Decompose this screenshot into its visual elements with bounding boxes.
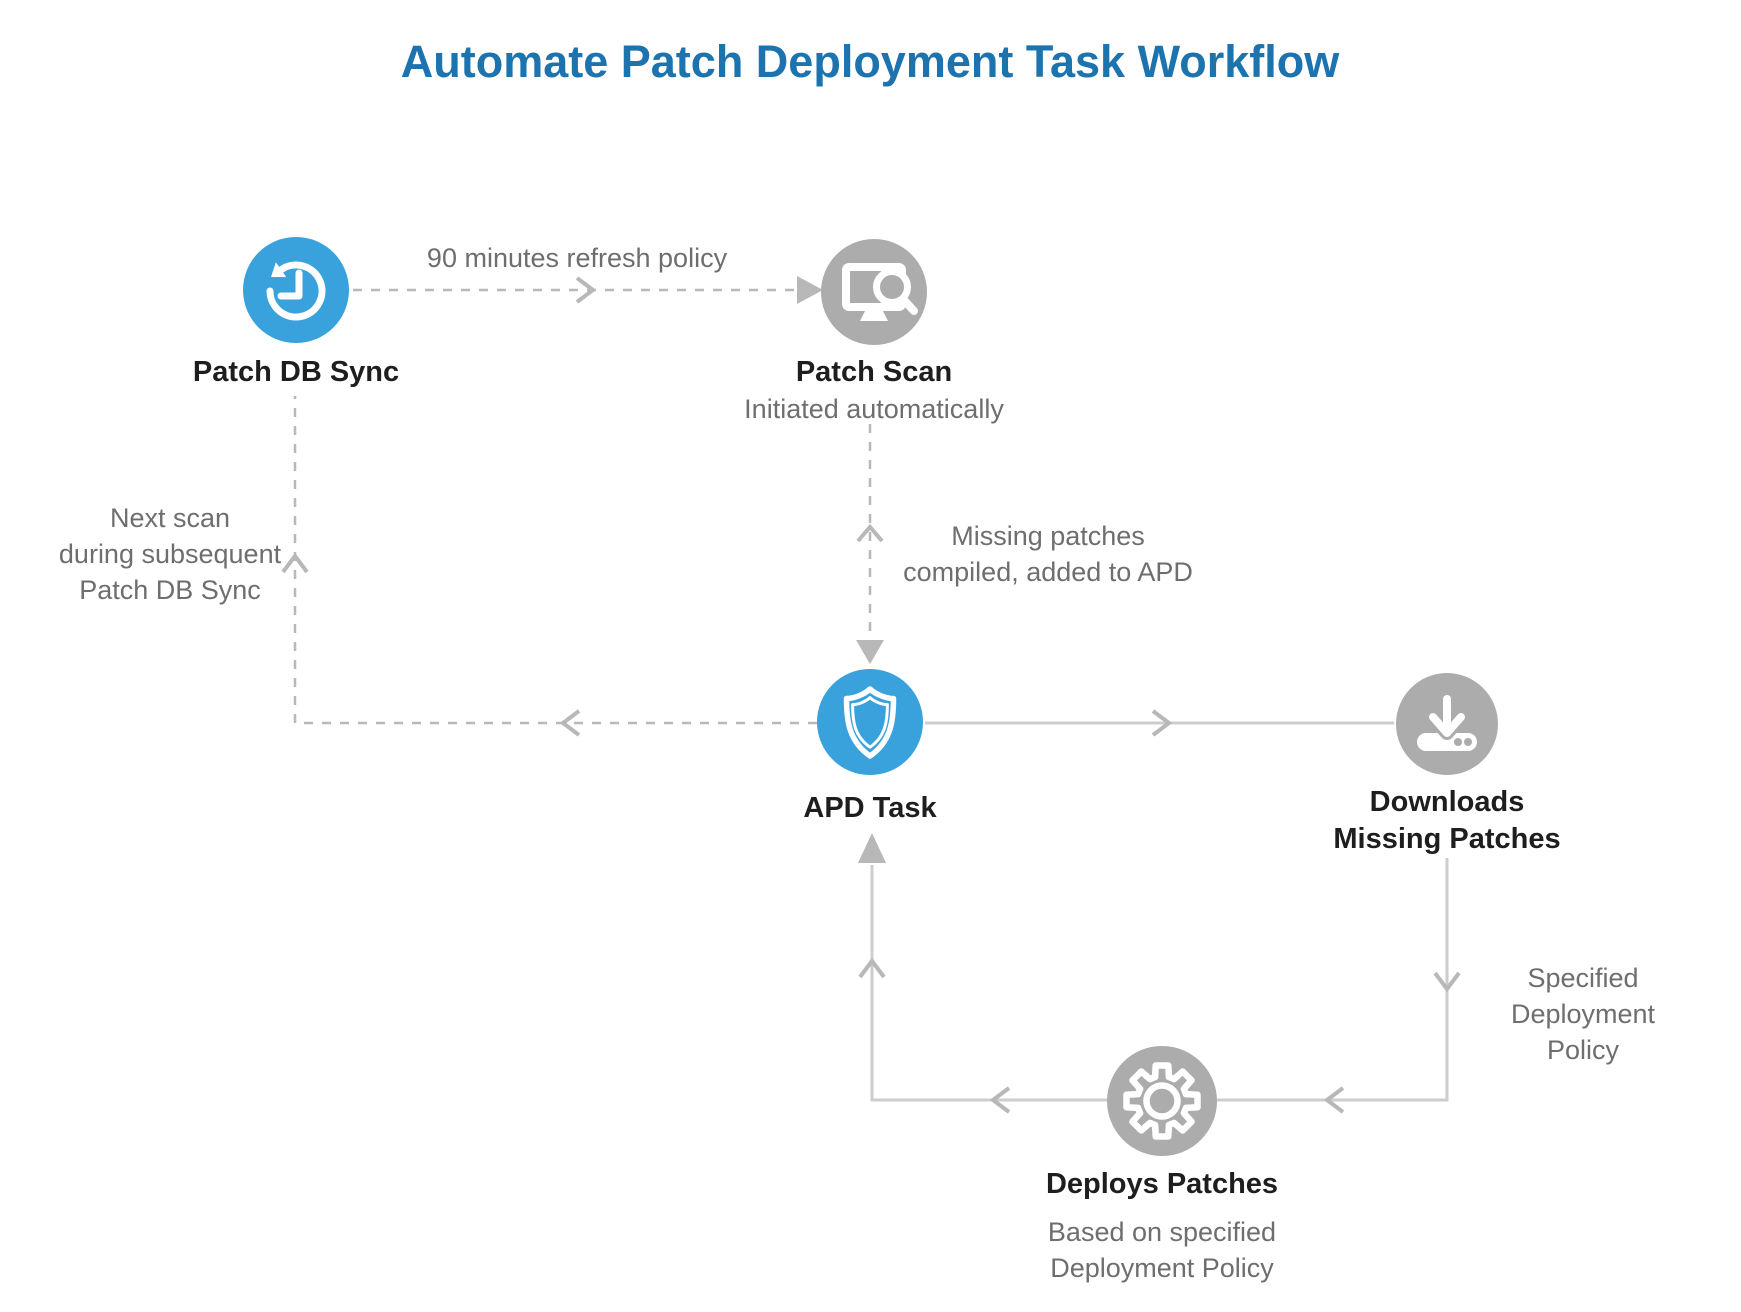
edge-refresh-policy [353, 276, 823, 304]
node-label-patch-db-sync: Patch DB Sync [192, 356, 400, 388]
edge-label-refresh-policy: 90 minutes refresh policy [426, 243, 728, 273]
chevron-right-icon [1151, 709, 1173, 737]
edge-label-specified-policy: Specified Deployment Policy [1510, 963, 1656, 1065]
node-patch-scan [821, 239, 927, 345]
node-downloads [1396, 673, 1498, 775]
page-title: Automate Patch Deployment Task Workflow [400, 36, 1340, 87]
chevron-left-icon [989, 1086, 1011, 1114]
node-label-deploys-patches: Deploys Patches [1045, 1168, 1279, 1200]
chevron-up-icon [856, 523, 884, 543]
arrowhead-right-icon [797, 276, 823, 304]
edge-next-scan [281, 396, 817, 737]
arrowhead-down-icon [856, 640, 884, 664]
node-label-apd-task: APD Task [803, 792, 937, 824]
chevron-left-icon [559, 709, 581, 737]
edge-label-missing-patches: Missing patches compiled, added to APD [903, 521, 1193, 587]
node-label-patch-scan: Patch Scan [795, 356, 953, 388]
edge-deploys-to-apd [858, 833, 1107, 1114]
node-apd-task [817, 669, 923, 775]
node-label-downloads: Downloads Missing Patches [1333, 786, 1561, 855]
node-subtitle-patch-scan: Initiated automatically [744, 394, 1004, 424]
edge-downloads-to-deploys [1112, 858, 1461, 1114]
history-sync-icon [266, 261, 326, 321]
chevron-up-icon [858, 957, 886, 979]
chevron-right-icon [575, 276, 597, 304]
arrowhead-up-icon [858, 833, 886, 863]
download-icon [1417, 695, 1477, 751]
node-deploys-patches [1107, 1046, 1217, 1156]
shield-icon [843, 686, 897, 759]
edge-missing-patches [856, 424, 884, 664]
edge-apd-to-downloads [925, 709, 1394, 737]
chevron-up-icon [281, 552, 309, 574]
gear-icon [1123, 1062, 1201, 1140]
node-patch-db-sync [243, 237, 349, 343]
edge-label-next-scan: Next scan during subsequent Patch DB Syn… [58, 503, 282, 605]
chevron-left-icon [1323, 1086, 1345, 1114]
chevron-down-icon [1433, 971, 1461, 993]
monitor-search-icon [842, 263, 918, 321]
node-subtitle-deploys-patches: Based on specified Deployment Policy [1047, 1217, 1277, 1283]
